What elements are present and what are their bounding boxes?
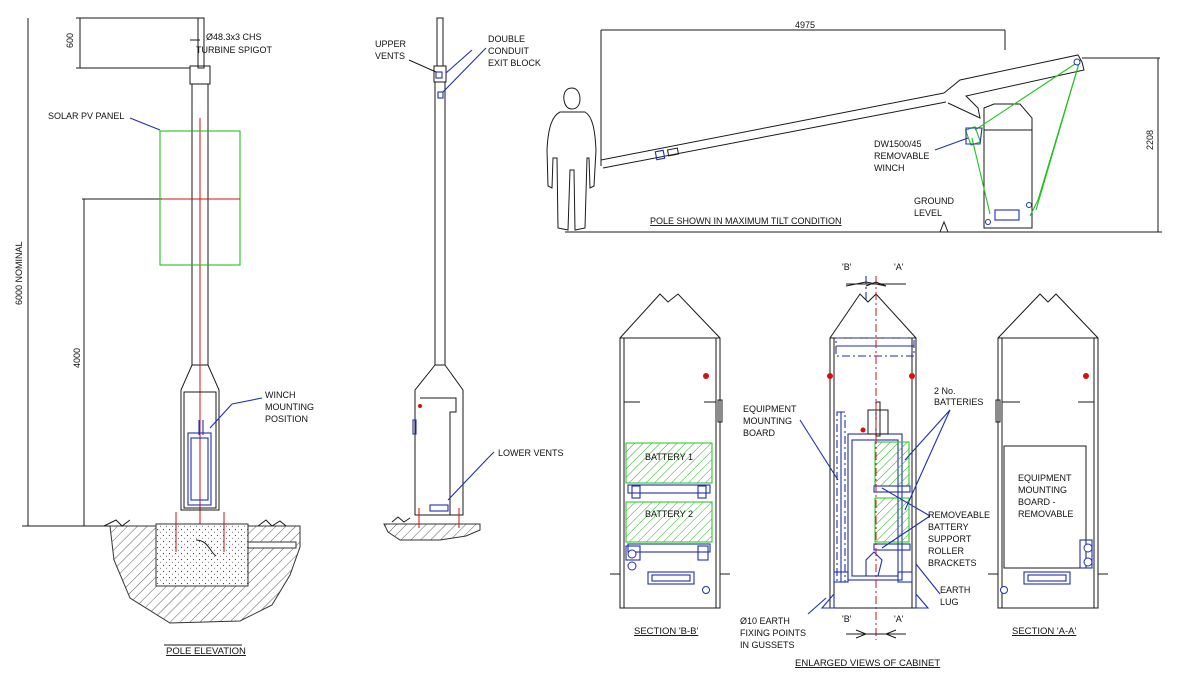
dim-6000-nominal: 6000 NOMINAL <box>14 241 24 305</box>
roller-brackets-label-5: BRACKETS <box>928 558 977 568</box>
eq-board-label-1: EQUIPMENT <box>1018 473 1072 483</box>
dw-label-3: WINCH <box>874 163 905 173</box>
cabinet-front-view: 'B' 'A' 'B' 'A' EQUIPMENT MOUNTING BOARD… <box>740 262 990 669</box>
two-batteries-label-1: 2 No. <box>934 386 956 396</box>
fixing-points-label-1: Ø10 EARTH <box>740 616 790 626</box>
lower-vents-label: LOWER VENTS <box>498 448 564 458</box>
chs-label: Ø48.3x3 CHS <box>206 32 262 42</box>
winch-label-2: MOUNTING <box>265 402 314 412</box>
dim-2208: 2208 <box>1145 130 1155 150</box>
ground-level-label-1: GROUND <box>914 196 954 206</box>
equipment-board-label-2: MOUNTING <box>743 416 792 426</box>
enlarged-views-title: ENLARGED VIEWS OF CABINET <box>795 658 940 669</box>
turbine-spigot-label: TURBINE SPIGOT <box>196 45 273 55</box>
battery-1-label: BATTERY 1 <box>645 452 693 462</box>
ground-level-label-2: LEVEL <box>914 208 942 218</box>
roller-brackets-label-3: SUPPORT <box>928 534 972 544</box>
dim-4975: 4975 <box>795 20 815 30</box>
dim-4000: 4000 <box>72 348 82 368</box>
dw-label-1: DW1500/45 <box>874 139 922 149</box>
battery-front-top <box>874 441 910 487</box>
tilt-view: 4975 2208 DW1500/45 REMOVABLE WINCH GROU… <box>546 20 1162 233</box>
section-bb-title: SECTION 'B-B' <box>634 626 699 637</box>
double-conduit-label-3: EXIT BLOCK <box>488 58 541 68</box>
double-conduit-label-2: CONDUIT <box>488 46 529 56</box>
roller-brackets-label-2: BATTERY <box>928 522 969 532</box>
equipment-board-panel <box>1003 445 1087 569</box>
section-b-marker-bottom: 'B' <box>842 614 852 624</box>
pole-elevation-title: POLE ELEVATION <box>166 646 246 657</box>
human-figure <box>546 87 597 231</box>
section-a-marker-bottom: 'A' <box>894 614 904 624</box>
upper-vents-label-1: UPPER <box>375 39 407 49</box>
winch-label-3: POSITION <box>265 414 308 424</box>
section-a-marker-top: 'A' <box>894 262 904 272</box>
section-b-marker-top: 'B' <box>842 262 852 272</box>
battery-2 <box>625 501 713 543</box>
earth-lug-label-2: LUG <box>940 597 959 607</box>
equipment-board-label-1: EQUIPMENT <box>743 404 797 414</box>
two-batteries-label-2: BATTERIES <box>934 397 983 407</box>
battery-front-bottom <box>874 497 910 543</box>
fixing-points-label-3: IN GUSSETS <box>740 640 795 650</box>
earth-lug-label-1: EARTH <box>940 585 970 595</box>
dim-600: 600 <box>65 33 75 48</box>
roller-brackets-label-4: ROLLER <box>928 546 965 556</box>
winch-label-1: WINCH <box>265 390 296 400</box>
section-aa-title: SECTION 'A-A' <box>1012 626 1077 637</box>
eq-board-label-2: MOUNTING <box>1018 485 1067 495</box>
fixing-points-label-2: FIXING POINTS <box>740 628 806 638</box>
eq-board-label-4: REMOVABLE <box>1018 509 1073 519</box>
solar-pv-panel <box>159 130 241 266</box>
section-bb-view: BATTERY 1 BATTERY 2 SECTION 'B-B' <box>610 293 730 637</box>
section-aa-view: EQUIPMENT MOUNTING BOARD - REMOVABLE SEC… <box>988 293 1108 637</box>
max-tilt-label: POLE SHOWN IN MAXIMUM TILT CONDITION <box>650 216 842 226</box>
side-elevation-view: LOWER VENTS UPPER VENTS DOUBLE CONDUIT E… <box>375 17 564 541</box>
eq-board-label-3: BOARD - <box>1018 497 1056 507</box>
roller-brackets-label-1: REMOVEABLE <box>928 510 990 520</box>
equipment-board-label-3: BOARD <box>743 428 776 438</box>
battery-1 <box>625 442 713 484</box>
battery-2-label: BATTERY 2 <box>645 509 693 519</box>
double-conduit-label-1: DOUBLE <box>488 34 525 44</box>
upper-vents-label-2: VENTS <box>375 51 405 61</box>
solar-pv-panel-label: SOLAR PV PANEL <box>48 111 124 121</box>
pole-elevation-view: 600 6000 NOMINAL 4000 Ø48.3x3 CHS TURBIN… <box>14 17 314 657</box>
dw-label-2: REMOVABLE <box>874 151 929 161</box>
